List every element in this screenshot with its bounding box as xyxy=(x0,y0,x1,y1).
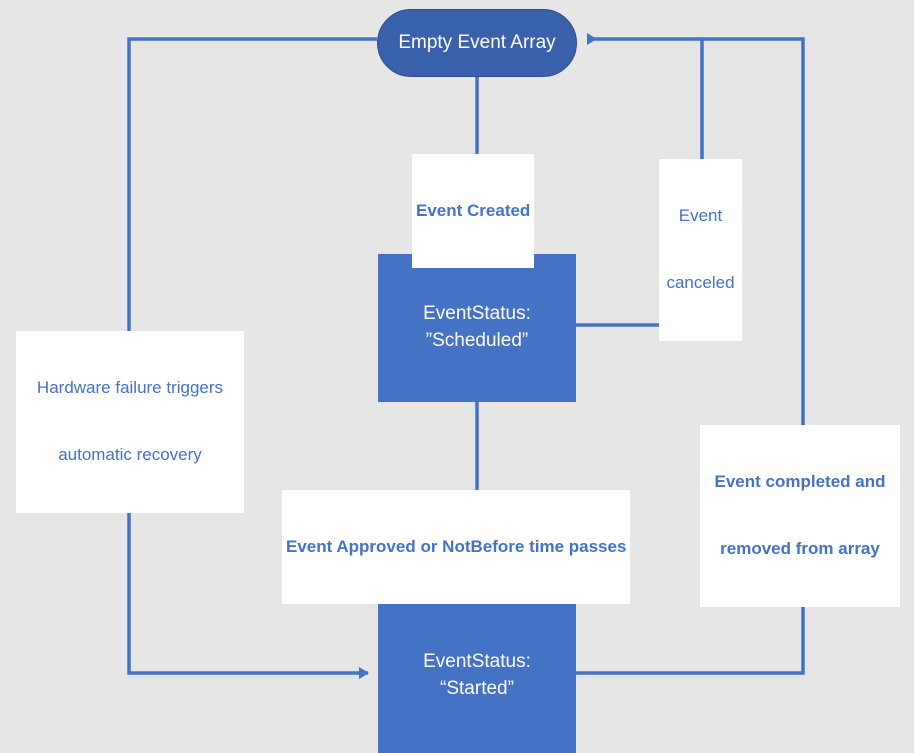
edge-label-event-approved-line1: Event Approved or NotBefore time passes xyxy=(286,536,627,556)
node-event-status-started[interactable]: EventStatus: “Started” xyxy=(378,599,576,753)
edge-label-hardware-failure-recovery: Hardware failure triggers automatic reco… xyxy=(16,331,244,513)
edge-label-event-approved: Event Approved or NotBefore time passes xyxy=(282,490,631,605)
edge-label-hardware-failure-line2: automatic recovery xyxy=(58,445,202,465)
edge-started-to-empty-array-completed xyxy=(576,37,805,675)
edge-label-event-completed-line1: Event completed and xyxy=(714,471,886,491)
edge-label-event-completed-line2: removed from array xyxy=(720,539,880,559)
node-event-status-scheduled[interactable]: EventStatus: ”Scheduled” xyxy=(378,254,576,402)
edge-label-hardware-failure-line1: Hardware failure triggers xyxy=(36,377,224,397)
edge-label-event-created-line1: Event Created xyxy=(416,200,531,220)
node-empty-event-array[interactable]: Empty Event Array xyxy=(377,9,577,77)
edge-label-event-canceled-line1: Event xyxy=(678,205,723,225)
node-scheduled-label-line2: ”Scheduled” xyxy=(425,330,529,351)
edge-label-event-created: Event Created xyxy=(412,154,535,269)
edge-label-event-canceled-line2: canceled xyxy=(666,273,735,293)
node-started-label-line1: EventStatus: xyxy=(423,651,531,673)
node-scheduled-label-line1: EventStatus: xyxy=(423,303,531,325)
node-started-label-line2: “Started” xyxy=(440,678,514,699)
node-empty-event-array-label: Empty Event Array xyxy=(398,31,556,53)
edge-label-event-canceled: Event canceled xyxy=(659,159,742,341)
edge-label-event-completed-removed: Event completed and removed from array xyxy=(700,425,900,607)
